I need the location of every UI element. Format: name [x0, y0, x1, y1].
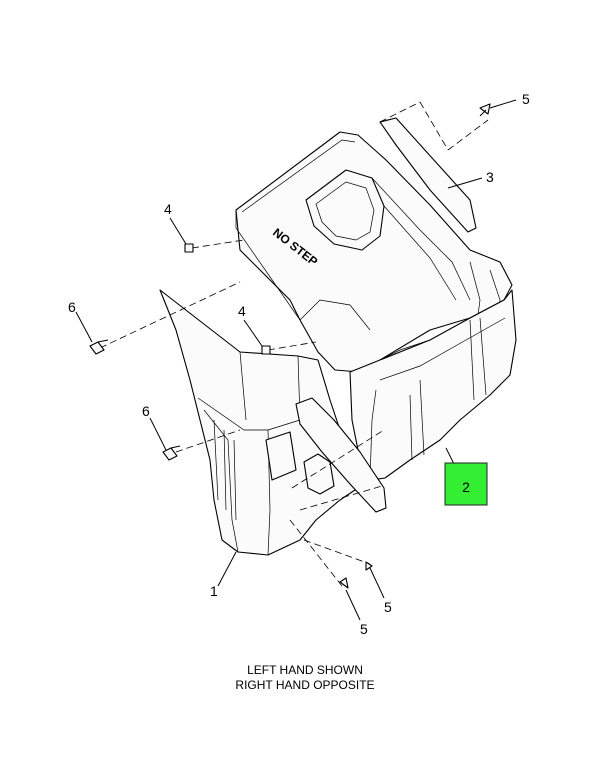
callout-2-label: 2: [462, 479, 470, 495]
caption-line-2: RIGHT HAND OPPOSITE: [235, 678, 375, 692]
callout-4-lower[interactable]: 4: [238, 303, 246, 319]
bolt-6-lower: [162, 445, 181, 461]
screw-5-bottom-right: [365, 561, 373, 571]
callout-5-bottom-right[interactable]: 5: [384, 599, 392, 615]
callout-3[interactable]: 3: [486, 169, 494, 185]
screw-5-top: [479, 103, 491, 117]
callout-6-upper[interactable]: 6: [68, 299, 76, 315]
part-3-upper-panel: [235, 117, 513, 373]
callout-1[interactable]: 1: [210, 583, 218, 599]
bolt-6-upper: [89, 339, 109, 355]
highlight-box: [444, 462, 488, 506]
clip-4-upper: [184, 243, 194, 253]
callout-6-lower[interactable]: 6: [142, 403, 150, 419]
callout-5-bottom-left[interactable]: 5: [360, 621, 368, 637]
caption-line-1: LEFT HAND SHOWN: [247, 663, 363, 677]
callout-2-highlighted[interactable]: 2: [444, 462, 488, 506]
leader-lines: [75, 99, 517, 621]
callout-4-upper[interactable]: 4: [164, 201, 172, 217]
callout-5-top[interactable]: 5: [522, 91, 530, 107]
part-1-fender-shield: [159, 289, 387, 556]
assembly-lines: [99, 101, 489, 587]
clip-4-lower: [261, 345, 271, 355]
screw-5-bottom-left: [339, 577, 349, 589]
